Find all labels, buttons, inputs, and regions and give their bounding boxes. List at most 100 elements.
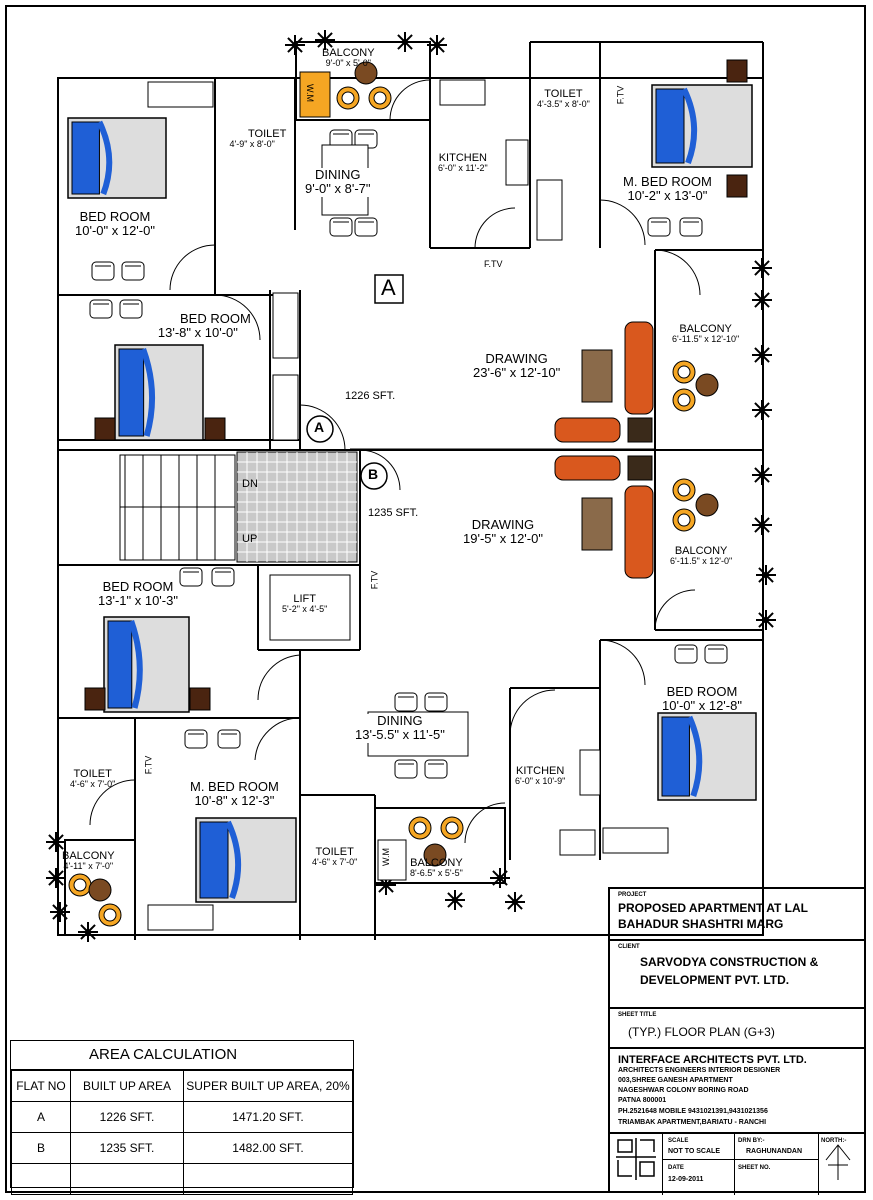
sheet-title-heading: SHEET TITLE — [618, 1012, 657, 1018]
plant-center — [57, 909, 63, 915]
balcony-table — [695, 373, 719, 397]
firm-line-3: NAGESHWAR COLONY BORING ROAD — [618, 1087, 749, 1094]
firm-name: INTERFACE ARCHITECTS PVT. LTD. — [618, 1054, 807, 1066]
stair-up-label: UP — [242, 533, 258, 545]
bed-pillow — [655, 88, 685, 164]
bed-pillow — [118, 348, 145, 437]
bedside-table — [204, 417, 226, 441]
chair — [424, 759, 448, 779]
bed-sheet — [225, 820, 242, 900]
balcony-chair-seat — [677, 393, 691, 407]
wardrobe-a2 — [272, 292, 299, 359]
client-line-1: SARVODYA CONSTRUCTION & — [640, 955, 819, 969]
scale-heading: SCALE — [668, 1138, 689, 1144]
project-line-1: PROPOSED APARTMENT AT LAL — [618, 901, 808, 915]
plant-center — [759, 407, 765, 413]
chair — [394, 692, 418, 712]
area-table-header-row: FLAT NO BUILT UP AREA SUPER BUILT UP ARE… — [11, 1070, 353, 1102]
center-table-a — [581, 349, 613, 403]
wardrobe-a1 — [147, 81, 214, 108]
row-b-super: 1482.00 SFT. — [183, 1132, 353, 1164]
plant-center — [383, 882, 389, 888]
plant-center — [759, 472, 765, 478]
date-value: 12-09-2011 — [668, 1176, 704, 1183]
client-line-2: DEVELOPMENT PVT. LTD. — [640, 973, 790, 987]
plant-center — [53, 839, 59, 845]
chair — [354, 217, 378, 237]
plant-center — [292, 42, 298, 48]
lift-shaft — [269, 574, 351, 641]
scale-value: NOT TO SCALE — [668, 1148, 720, 1155]
chair — [179, 567, 203, 587]
row-a-built-up: 1226 SFT. — [70, 1101, 184, 1133]
drawing-sheet-border — [5, 5, 866, 1193]
area-calculation-table: AREA CALCULATION FLAT NO BUILT UP AREA S… — [10, 1040, 354, 1195]
area-table-title: AREA CALCULATION — [11, 1041, 353, 1070]
project-section: PROJECT PROPOSED APARTMENT AT LAL BAHADU… — [610, 889, 866, 941]
wardrobe-b2 — [147, 904, 214, 931]
flat-a-marker — [306, 415, 334, 443]
bedside-table — [726, 59, 748, 83]
wardrobe-a4 — [536, 179, 563, 241]
plant-center — [763, 617, 769, 623]
balcony-table — [354, 61, 378, 85]
sheet-title-section: SHEET TITLE (TYP.) FLOOR PLAN (G+3) — [610, 1009, 866, 1049]
chair — [679, 217, 703, 237]
client-heading: CLIENT — [618, 944, 640, 950]
plant-center — [53, 875, 59, 881]
bed-sheet — [128, 620, 143, 709]
bedside-table — [84, 687, 106, 711]
north-heading: NORTH:- — [821, 1138, 847, 1144]
header-super-built-up: SUPER BUILT UP AREA, 20% — [183, 1070, 353, 1102]
sofa-long-b — [624, 485, 654, 579]
center-table-b — [581, 497, 613, 551]
bed-pillow — [661, 716, 690, 797]
ftv-kitchen-label: F.TV — [484, 259, 503, 269]
firm-logo — [616, 1138, 656, 1180]
bedside-table — [189, 687, 211, 711]
washing-machine-top — [299, 71, 331, 118]
bed-sheet — [96, 120, 113, 196]
firm-line-2: 003,SHREE GANESH APARTMENT — [618, 1077, 733, 1084]
client-section: CLIENT SARVODYA CONSTRUCTION & DEVELOPME… — [610, 941, 866, 1009]
chair — [89, 299, 113, 319]
row-a-flat: A — [11, 1101, 71, 1133]
firm-line-6: TRIAMBAK APARTMENT,BARIATU - RANCHI — [618, 1119, 767, 1126]
chair — [704, 644, 728, 664]
kitchen-sink-a — [439, 79, 486, 106]
bedside-table — [94, 417, 116, 441]
washing-machine-bottom — [377, 839, 407, 881]
balcony-chair-seat — [413, 821, 427, 835]
plant-center — [402, 39, 408, 45]
wardrobe-b1 — [602, 827, 669, 854]
balcony-chair-seat — [677, 365, 691, 379]
staircase — [119, 454, 236, 561]
balcony-chair-seat — [677, 483, 691, 497]
row-b-flat: B — [11, 1132, 71, 1164]
chair — [647, 217, 671, 237]
plant-center — [759, 522, 765, 528]
row-empty-flat — [11, 1163, 71, 1195]
balcony-top-outline — [295, 41, 431, 121]
sheet-no-heading: SHEET NO. — [738, 1165, 771, 1171]
chair — [394, 759, 418, 779]
plant-center — [759, 265, 765, 271]
plant-center — [322, 37, 328, 43]
